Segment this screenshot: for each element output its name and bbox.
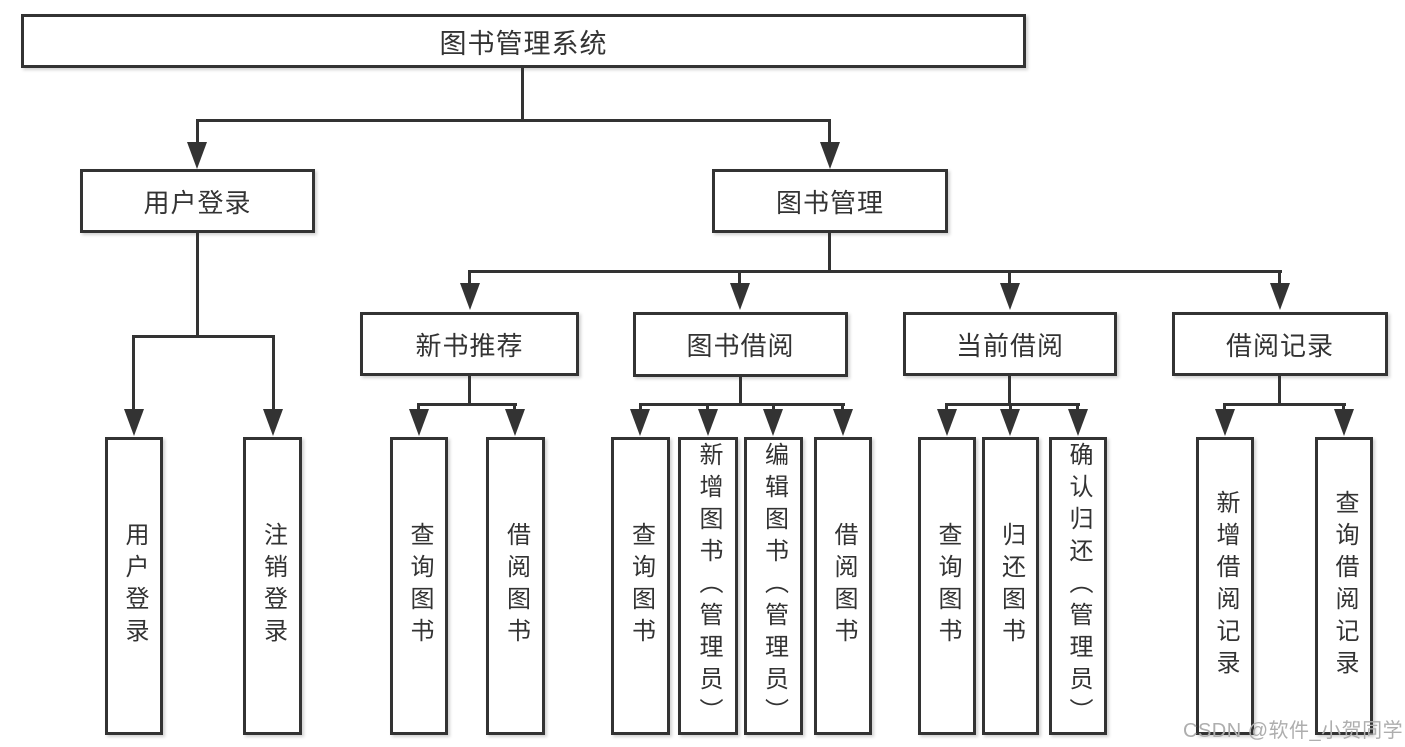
connector-bookborrow-hline <box>639 403 845 406</box>
node-user-login-label: 用户登录 <box>143 187 252 218</box>
connector-leaf-stem <box>772 405 775 412</box>
arrow-down-icon <box>698 409 718 436</box>
leaf-return-book: 归还图书 <box>982 437 1039 735</box>
watermark: CSDN @软件_小贺同学 <box>1183 720 1404 742</box>
connector-currentborrow-hline <box>945 403 1080 406</box>
arrow-down-icon <box>1334 409 1354 436</box>
connector-root-hline <box>196 119 831 122</box>
arrow-down-icon <box>630 409 650 436</box>
arrow-down-icon <box>833 409 853 436</box>
connector-leaf-stem <box>1223 405 1226 412</box>
connector-leaf-stem <box>132 337 135 413</box>
connector-leaf-stem <box>841 405 844 412</box>
connector-leaf-stem <box>706 405 709 412</box>
leaf-query-book-2-label: 查询图书 <box>627 522 655 650</box>
leaf-user-login-label: 用户登录 <box>121 522 148 650</box>
leaf-query-book-1-label: 查询图书 <box>406 522 433 650</box>
node-book-borrow: 图书借阅 <box>633 312 848 377</box>
connector-l3-stem <box>738 272 741 285</box>
leaf-edit-book-admin-label: 编辑图书（管理员） <box>760 442 788 730</box>
arrow-down-icon <box>1068 409 1088 436</box>
arrow-down-icon <box>263 409 283 436</box>
connector-borrowrecord-down <box>1278 375 1281 405</box>
connector-root-stem <box>521 68 524 120</box>
leaf-query-book-3-label: 查询图书 <box>934 522 961 650</box>
node-current-borrow-label: 当前借阅 <box>955 330 1064 361</box>
connector-leaf-stem <box>639 405 642 412</box>
leaf-user-login: 用户登录 <box>105 437 163 735</box>
node-new-book-recommend: 新书推荐 <box>360 312 579 376</box>
leaf-borrow-book-2-label: 借阅图书 <box>830 522 857 650</box>
connector-leaf-stem <box>417 405 420 412</box>
connector-leaf-stem <box>513 405 516 412</box>
connector-userlogin-down <box>196 233 199 337</box>
connector-leaf-stem <box>1076 405 1079 412</box>
connector-userlogin-stem <box>196 120 199 146</box>
arrow-down-icon <box>730 283 750 310</box>
connector-l3-stem <box>468 272 471 285</box>
arrow-down-icon <box>820 142 840 169</box>
connector-bookmgmt-stem <box>828 120 831 146</box>
leaf-logout-label: 注销登录 <box>259 522 287 650</box>
leaf-confirm-return-admin: 确认归还（管理员） <box>1049 437 1107 735</box>
leaf-query-book-1: 查询图书 <box>390 437 448 735</box>
node-borrow-records: 借阅记录 <box>1172 312 1388 376</box>
connector-newbook-down <box>468 376 471 405</box>
leaf-return-book-label: 归还图书 <box>997 522 1025 650</box>
connector-currentborrow-down <box>1008 376 1011 405</box>
node-current-borrow: 当前借阅 <box>903 312 1117 376</box>
connector-leaf-stem <box>1342 405 1345 412</box>
node-user-login: 用户登录 <box>80 169 315 233</box>
leaf-add-borrow-record: 新增借阅记录 <box>1196 437 1254 735</box>
connector-leaf-stem <box>945 405 948 412</box>
node-book-management: 图书管理 <box>712 169 948 233</box>
leaf-query-borrow-record-label: 查询借阅记录 <box>1331 490 1358 682</box>
arrow-down-icon <box>124 409 144 436</box>
leaf-query-book-2: 查询图书 <box>611 437 670 735</box>
arrow-down-icon <box>1215 409 1235 436</box>
leaf-logout: 注销登录 <box>243 437 302 735</box>
connector-leaf-stem <box>1009 405 1012 412</box>
node-book-management-label: 图书管理 <box>775 187 884 218</box>
connector-userlogin-hline <box>132 335 275 338</box>
arrow-down-icon <box>409 409 429 436</box>
connector-l3-stem <box>1008 272 1011 285</box>
arrow-down-icon <box>505 409 525 436</box>
node-book-borrow-label: 图书借阅 <box>686 331 795 361</box>
leaf-confirm-return-admin-label: 确认归还（管理员） <box>1065 442 1092 730</box>
arrow-down-icon <box>937 409 957 436</box>
node-new-book-recommend-label: 新书推荐 <box>415 330 524 361</box>
connector-borrowrecord-hline <box>1223 403 1346 406</box>
leaf-borrow-book-1: 借阅图书 <box>486 437 545 735</box>
node-borrow-records-label: 借阅记录 <box>1225 330 1334 361</box>
node-root-label: 图书管理系统 <box>439 28 608 59</box>
node-root: 图书管理系统 <box>21 14 1026 68</box>
leaf-edit-book-admin: 编辑图书（管理员） <box>744 437 803 735</box>
leaf-add-book-admin-label: 新增图书（管理员） <box>695 442 722 730</box>
leaf-borrow-book-2: 借阅图书 <box>814 437 872 735</box>
connector-bookmgmt-down <box>828 233 831 272</box>
arrow-down-icon <box>1270 283 1290 310</box>
arrow-down-icon <box>460 283 480 310</box>
arrow-down-icon <box>187 142 207 169</box>
connector-newbook-hline <box>417 403 517 406</box>
arrow-down-icon <box>1000 409 1020 436</box>
connector-bookmgmt-hline <box>468 270 1282 273</box>
leaf-add-book-admin: 新增图书（管理员） <box>678 437 738 735</box>
arrow-down-icon <box>1000 283 1020 310</box>
leaf-add-borrow-record-label: 新增借阅记录 <box>1212 490 1239 682</box>
leaf-borrow-book-1-label: 借阅图书 <box>502 522 530 650</box>
arrow-down-icon <box>763 409 783 436</box>
leaf-query-book-3: 查询图书 <box>918 437 976 735</box>
leaf-query-borrow-record: 查询借阅记录 <box>1315 437 1373 735</box>
connector-bookborrow-down <box>739 377 742 405</box>
connector-l3-stem <box>1278 272 1281 285</box>
connector-leaf-stem <box>272 337 275 413</box>
